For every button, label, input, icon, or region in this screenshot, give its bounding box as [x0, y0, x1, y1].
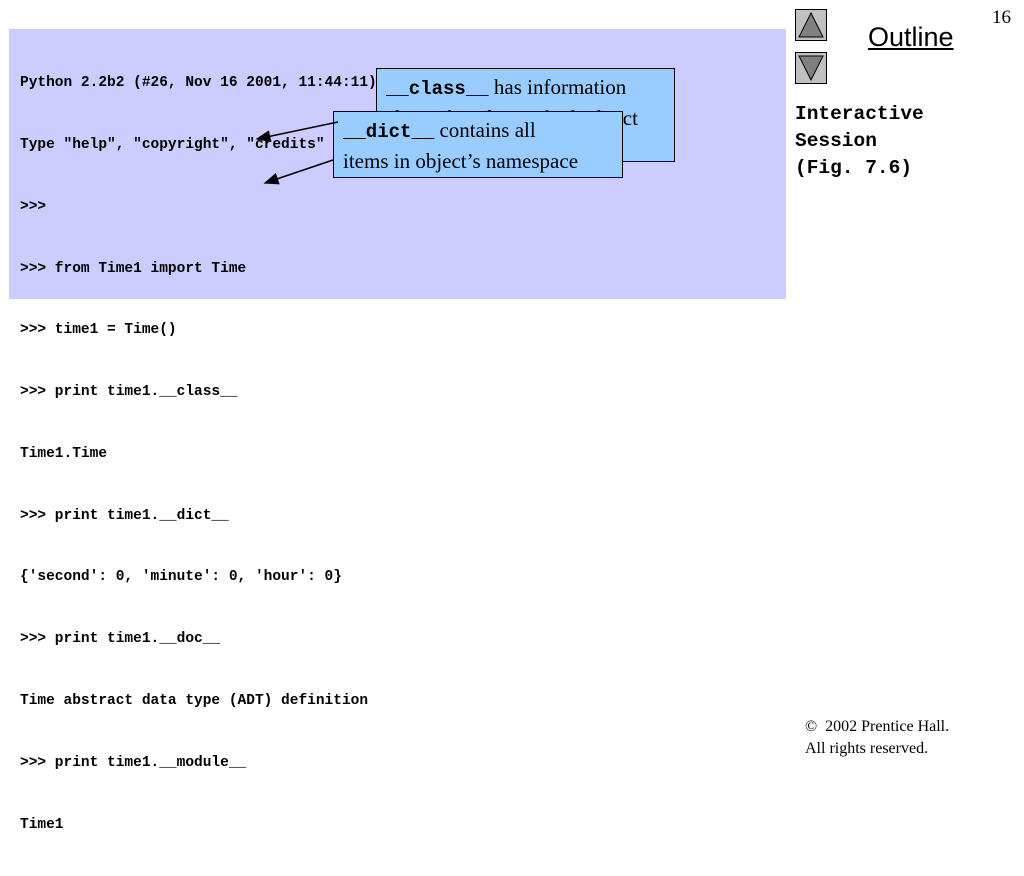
- triangle-down-icon: [798, 55, 824, 82]
- console-line: >>> from Time1 import Time: [20, 260, 247, 277]
- copyright-line: © 2002 Prentice Hall.: [805, 718, 950, 735]
- console-line: Time1: [20, 816, 64, 833]
- previous-slide-button[interactable]: [795, 9, 827, 41]
- console-line: >>>: [20, 198, 47, 215]
- console-line: >>> print time1.__class__: [20, 384, 238, 401]
- callout-dict-text: contains all: [434, 118, 536, 142]
- copyright-line: All rights reserved.: [805, 740, 929, 757]
- sidebar-title: Interactive Session (Fig. 7.6): [795, 101, 924, 182]
- callout-class-text: has information: [488, 75, 627, 99]
- callout-class-code: __class__: [386, 78, 489, 100]
- next-slide-button[interactable]: [795, 52, 827, 84]
- class-arrow: [255, 121, 339, 143]
- page-number: 16: [992, 7, 1011, 28]
- dict-arrow: [263, 159, 334, 185]
- copyright-notice: © 2002 Prentice Hall. All rights reserve…: [805, 716, 949, 760]
- console-line: Time1.Time: [20, 445, 108, 462]
- triangle-up-icon: [798, 11, 824, 38]
- callout-arrows: [255, 121, 339, 185]
- callout-dict-code: __dict__: [343, 121, 435, 143]
- console-line: >>> print time1.__module__: [20, 754, 247, 771]
- callout-dict-line2: items in object’s namespace: [343, 149, 579, 173]
- sidebar-title-line: Session: [795, 130, 877, 152]
- sidebar-title-line: Interactive: [795, 103, 924, 125]
- outline-link[interactable]: Outline: [868, 22, 954, 52]
- callout-dict: __dict__ contains all items in object’s …: [333, 111, 623, 178]
- console-line: >>> print time1.__doc__: [20, 631, 221, 648]
- console-line: >>> print time1.__dict__: [20, 507, 229, 524]
- console-line: Time abstract data type (ADT) definition: [20, 693, 369, 709]
- console-line: {'second': 0, 'minute': 0, 'hour': 0}: [20, 569, 342, 586]
- console-line: >>> time1 = Time(): [20, 322, 177, 339]
- sidebar-title-line: (Fig. 7.6): [795, 157, 913, 179]
